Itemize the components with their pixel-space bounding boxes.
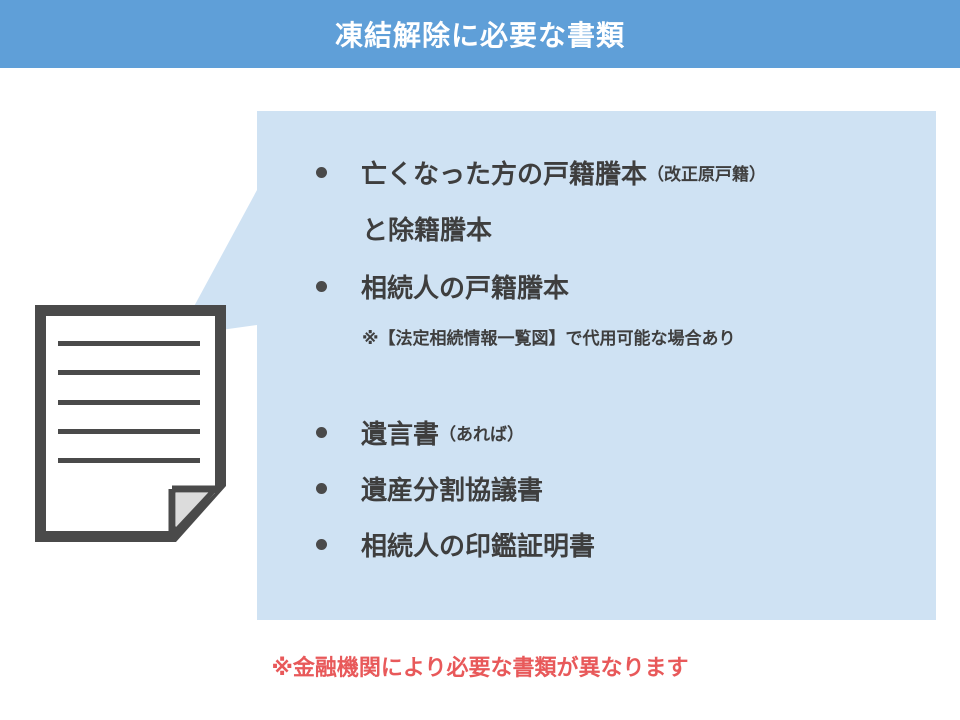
item-note: ※【法定相続情報一覧図】で代用可能な場合あり	[362, 324, 736, 349]
item-text: 遺産分割協議書	[361, 476, 544, 506]
bullet-icon	[316, 167, 327, 178]
bullet-icon	[316, 281, 327, 292]
item-subtext: （あれば）	[439, 425, 525, 445]
header-bar: 凍結解除に必要な書類	[0, 0, 960, 68]
item-text: 遺言書	[361, 420, 440, 450]
document-list: 亡くなった方の戸籍謄本 （改正原戸籍） と除籍謄本 相続人の戸籍謄本 ※【法定相…	[316, 0, 916, 720]
bullet-icon	[316, 427, 327, 438]
footer-note: ※金融機関により必要な書類が異なります	[271, 656, 689, 681]
callout-box	[178, 111, 936, 620]
item-note-text: ※【法定相続情報一覧図】で代用可能な場合あり	[362, 329, 736, 349]
list-item: 亡くなった方の戸籍謄本 （改正原戸籍）	[316, 154, 766, 191]
bullet-icon	[316, 483, 327, 494]
item-subtext: （改正原戸籍）	[647, 165, 767, 185]
list-item-continuation: と除籍謄本	[362, 210, 492, 247]
item-text: 相続人の戸籍謄本	[361, 274, 570, 304]
bullet-icon	[316, 539, 327, 550]
list-item: 相続人の戸籍謄本	[316, 268, 569, 305]
item-text: と除籍謄本	[362, 216, 493, 246]
list-item: 遺言書 （あれば）	[316, 414, 524, 451]
page-title: 凍結解除に必要な書類	[334, 19, 625, 52]
document-icon	[35, 305, 226, 542]
list-item: 遺産分割協議書	[316, 470, 543, 507]
item-text: 相続人の印鑑証明書	[361, 532, 596, 562]
list-item: 相続人の印鑑証明書	[316, 526, 595, 563]
item-text: 亡くなった方の戸籍謄本	[361, 160, 648, 190]
